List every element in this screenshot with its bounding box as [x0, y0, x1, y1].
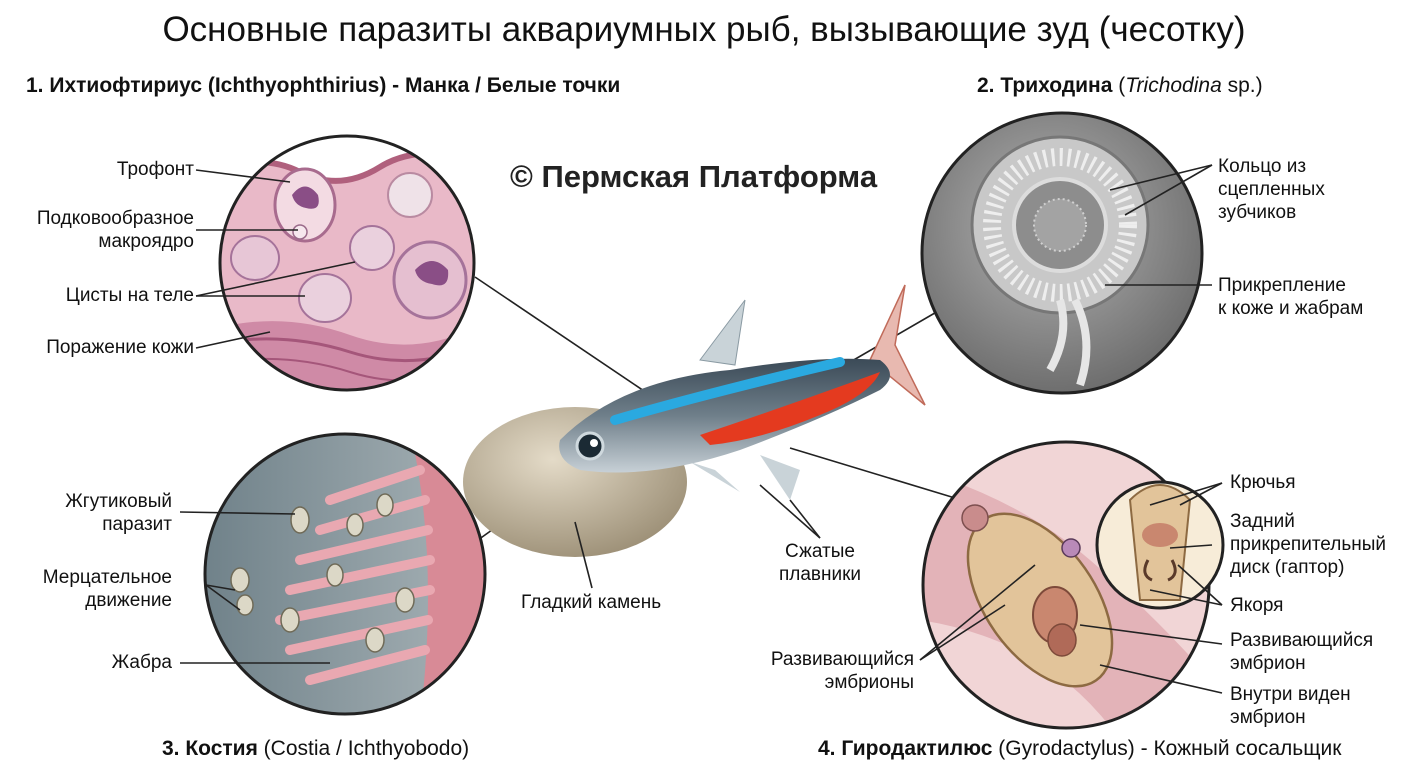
section-2-open: ( — [1112, 74, 1126, 97]
label-gill: Жабра — [111, 652, 172, 673]
label-flagellate-line2: паразит — [102, 514, 172, 535]
trichodina-circle — [922, 113, 1202, 393]
label-flicker-line2: движение — [85, 590, 172, 611]
ichthyophthirius-circle — [220, 136, 474, 390]
label-stone: Гладкий камень — [521, 592, 662, 613]
section-1-title: 1. Ихтиофтириус (Ichthyophthirius) - Ман… — [26, 74, 621, 97]
label-macronucleus-line1: Подковообразное — [36, 208, 194, 229]
section-4-title: 4. Гиродактилюс (Gyrodactylus) - Кожный … — [818, 736, 1341, 762]
label-ring-line1: Кольцо из — [1218, 156, 1307, 177]
neon-tetra-fish — [559, 284, 926, 500]
label-inside-embryo-line2: эмбрион — [1230, 707, 1306, 728]
label-embryo-line2: эмбрион — [1230, 653, 1306, 674]
label-macronucleus: Подковообразное макроядро — [0, 207, 194, 253]
label-attachment-line1: Прикрепление — [1218, 275, 1346, 296]
section-4-rest: (Gyrodactylus) - Кожный сосальщик — [992, 737, 1342, 760]
label-haptor: Задний прикрепительный диск (гаптор) — [1230, 510, 1386, 579]
section-3-name: 3. Костия — [162, 737, 258, 760]
label-haptor-line2: прикрепительный — [1230, 534, 1386, 555]
label-trophont: Трофонт — [116, 159, 194, 180]
watermark: © Пермская Платформа — [510, 159, 878, 194]
section-3-rest: (Costia / Ichthyobodo) — [257, 737, 470, 760]
label-fins: Сжатые плавники — [760, 540, 880, 586]
section-2-title: 2. Триходина (Trichodina sp.) — [977, 73, 1263, 99]
section-2-genus: Trichodina — [1125, 74, 1222, 97]
label-flagellate-line1: Жгутиковый — [65, 491, 172, 512]
section-2-name: 2. Триходина — [977, 74, 1113, 97]
label-fins-line2: плавники — [778, 564, 862, 585]
label-haptor-line1: Задний — [1230, 511, 1295, 532]
label-ring: Кольцо из сцепленных зубчиков — [1218, 155, 1325, 224]
costia-circle — [205, 434, 485, 714]
label-attachment-line2: к коже и жабрам — [1218, 298, 1364, 319]
label-flicker: Мерцательное движение — [0, 566, 172, 612]
label-inside-embryo: Внутри виден эмбрион — [1230, 683, 1351, 729]
label-anchors: Якоря — [1230, 595, 1284, 616]
label-fins-line1: Сжатые — [785, 541, 855, 562]
label-macronucleus-line2: макроядро — [98, 231, 194, 252]
section-2-rest: sp.) — [1221, 74, 1263, 97]
label-ring-line2: сцепленных — [1218, 179, 1325, 200]
page-title: Основные паразиты аквариумных рыб, вызыв… — [162, 10, 1246, 49]
label-inside-embryo-line1: Внутри виден — [1230, 684, 1351, 705]
label-embryo-line1: Развивающийся — [1230, 630, 1374, 651]
label-hooks: Крючья — [1230, 472, 1296, 493]
label-attachment: Прикрепление к коже и жабрам — [1218, 274, 1363, 320]
label-ring-line3: зубчиков — [1218, 202, 1297, 223]
label-embryos-line2: эмбрионы — [824, 672, 914, 693]
label-haptor-line3: диск (гаптор) — [1230, 557, 1345, 578]
label-skin-lesion: Поражение кожи — [46, 337, 194, 358]
label-embryos: Развивающийся эмбрионы — [700, 648, 914, 694]
label-flicker-line1: Мерцательное — [42, 567, 172, 588]
section-4-name: 4. Гиродактилюс — [818, 737, 993, 760]
leader-lines — [179, 164, 1223, 694]
label-embryo: Развивающийся эмбрион — [1230, 629, 1373, 675]
label-embryos-line1: Развивающийся — [770, 649, 914, 670]
label-flagellate: Жгутиковый паразит — [0, 490, 172, 536]
section-3-title: 3. Костия (Costia / Ichthyobodo) — [162, 736, 469, 762]
label-cysts: Цисты на теле — [65, 285, 194, 306]
